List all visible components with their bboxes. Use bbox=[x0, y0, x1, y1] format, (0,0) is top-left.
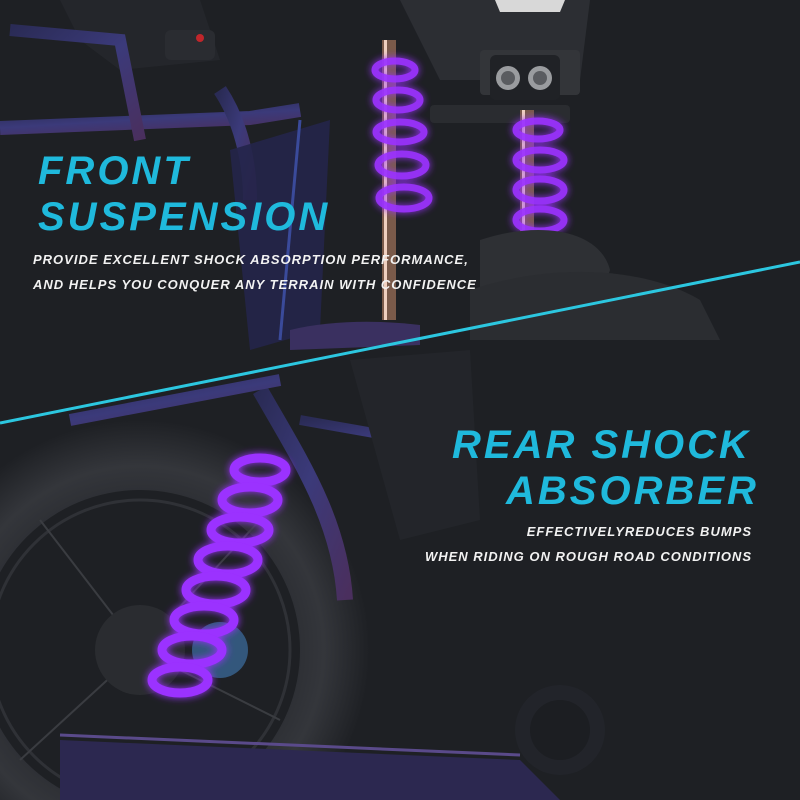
front-description-line1: PROVIDE EXCELLENT SHOCK ABSORPTION PERFO… bbox=[33, 252, 469, 267]
rear-section-art bbox=[0, 350, 605, 800]
front-suspension-description: PROVIDE EXCELLENT SHOCK ABSORPTION PERFO… bbox=[33, 247, 477, 297]
rear-description-line2: WHEN RIDING ON ROUGH ROAD CONDITIONS bbox=[424, 549, 752, 564]
front-suspension-title-line1: FRONT bbox=[38, 149, 191, 193]
rear-shock-title-line2: ABSORBER bbox=[506, 469, 759, 513]
front-description-line2: AND HELPS YOU CONQUER ANY TERRAIN WITH C… bbox=[33, 277, 477, 292]
front-section-art bbox=[0, 0, 720, 350]
rear-shock-title-line1: REAR SHOCK bbox=[452, 423, 751, 467]
rear-coil-spring-icon bbox=[147, 453, 291, 698]
diagonal-divider bbox=[0, 260, 800, 425]
rear-shock-description: EFFECTIVELYREDUCES BUMPS WHEN RIDING ON … bbox=[425, 519, 752, 569]
headlight-decal bbox=[495, 0, 565, 12]
front-suspension-title-line2: SUSPENSION bbox=[38, 195, 331, 239]
rear-description-line1: EFFECTIVELYREDUCES BUMPS bbox=[526, 524, 752, 539]
